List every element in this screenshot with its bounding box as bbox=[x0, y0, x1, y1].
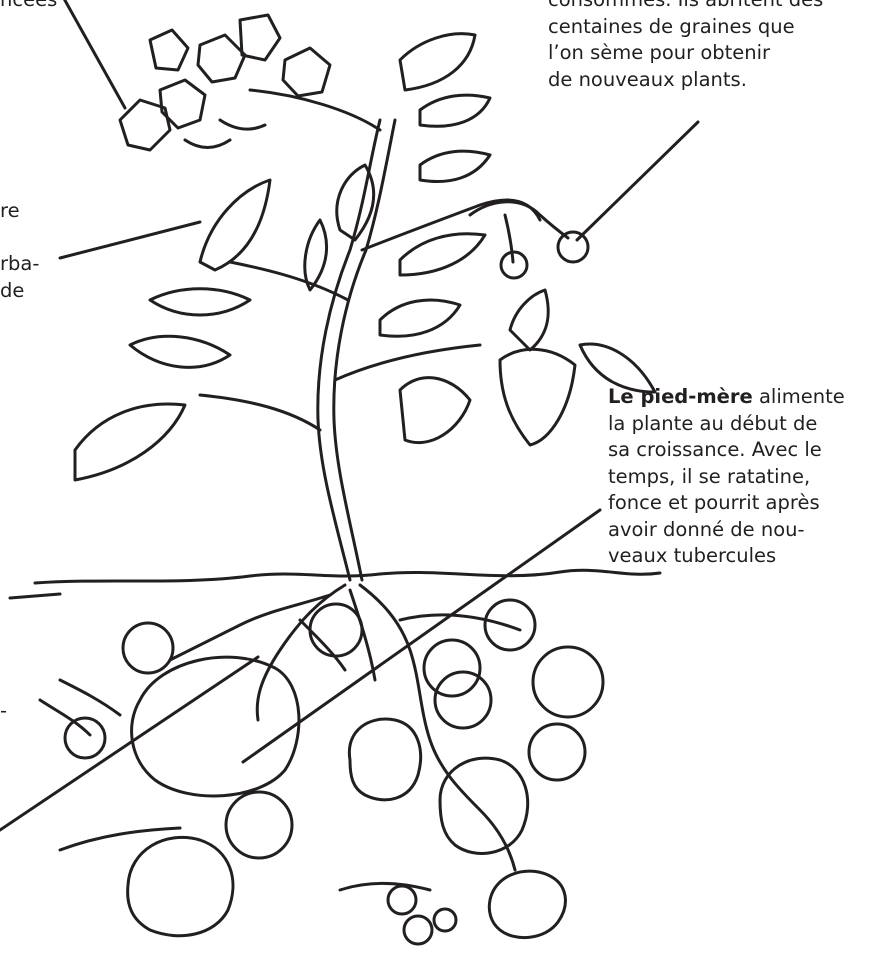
leaf bbox=[75, 404, 185, 480]
leaf bbox=[400, 378, 470, 443]
label-line: temps, il se ratatine, bbox=[608, 464, 845, 491]
tuber bbox=[533, 647, 603, 717]
label-line: centaines de graines que bbox=[548, 14, 823, 41]
leaf bbox=[510, 290, 548, 350]
label-line: fonce et pourrit après bbox=[608, 490, 845, 517]
tuber bbox=[128, 837, 233, 935]
leaf bbox=[400, 34, 475, 90]
leaf bbox=[150, 289, 250, 315]
tuber bbox=[424, 640, 480, 696]
label-line: rba- bbox=[0, 251, 39, 278]
leader-line-mother-tuber bbox=[243, 510, 600, 762]
leaf bbox=[130, 336, 230, 367]
label-line: sa croissance. Avec le bbox=[608, 437, 845, 464]
fruit bbox=[558, 232, 588, 262]
leader-line-fruit bbox=[577, 122, 698, 240]
label-line: consommés. Ils abritent des bbox=[548, 0, 823, 14]
tuber bbox=[434, 909, 456, 931]
leaf bbox=[500, 349, 575, 445]
label-mother-plant: Le pied-mère alimente la plante au début… bbox=[608, 384, 845, 570]
tuber bbox=[310, 604, 362, 656]
label-line: l’on sème pour obtenir bbox=[548, 40, 823, 67]
label-fruit: consommés. Ils abritent des centaines de… bbox=[548, 0, 823, 93]
leader-line-leaf bbox=[60, 222, 200, 258]
label-line: la plante au début de bbox=[608, 411, 845, 438]
leaf bbox=[200, 180, 270, 270]
flower bbox=[240, 15, 280, 60]
soil-line bbox=[10, 570, 660, 598]
label-line: veaux tubercules bbox=[608, 543, 845, 570]
leaf bbox=[305, 220, 327, 290]
tuber bbox=[435, 672, 491, 728]
tuber bbox=[388, 886, 416, 914]
label-left: re rba- de bbox=[0, 198, 39, 304]
leader-line-flowers bbox=[62, 0, 125, 108]
label-line: avoir donné de nou- bbox=[608, 517, 845, 544]
flower bbox=[198, 35, 245, 82]
label-line: ncées bbox=[0, 0, 57, 14]
tuber bbox=[65, 718, 105, 758]
tuber bbox=[349, 719, 420, 800]
fruit bbox=[501, 252, 527, 278]
tuber bbox=[123, 623, 173, 673]
flower bbox=[283, 48, 330, 96]
flower bbox=[150, 30, 188, 70]
label-line: re bbox=[0, 198, 39, 225]
label-line bbox=[0, 225, 39, 252]
tuber bbox=[529, 724, 585, 780]
label-line: alimente bbox=[753, 385, 845, 408]
leaf bbox=[420, 151, 490, 181]
label-bold-term: Le pied-mère bbox=[608, 385, 753, 408]
label-line: de nouveaux plants. bbox=[548, 67, 823, 94]
label-line: - bbox=[0, 698, 7, 725]
label-first-line: Le pied-mère alimente bbox=[608, 384, 845, 411]
label-line: de bbox=[0, 278, 39, 305]
leaf bbox=[420, 95, 490, 126]
tuber bbox=[404, 916, 432, 944]
label-top-left: ncées bbox=[0, 0, 57, 14]
fruit-stalk bbox=[470, 202, 568, 238]
root bbox=[360, 585, 515, 870]
tuber bbox=[489, 871, 565, 937]
leader-line-tuber bbox=[0, 657, 258, 830]
main-stem bbox=[318, 120, 380, 580]
tuber bbox=[440, 758, 528, 853]
leaf bbox=[400, 234, 485, 275]
tuber bbox=[226, 792, 292, 858]
label-bottom-left: - bbox=[0, 698, 7, 725]
leaf bbox=[380, 300, 460, 336]
